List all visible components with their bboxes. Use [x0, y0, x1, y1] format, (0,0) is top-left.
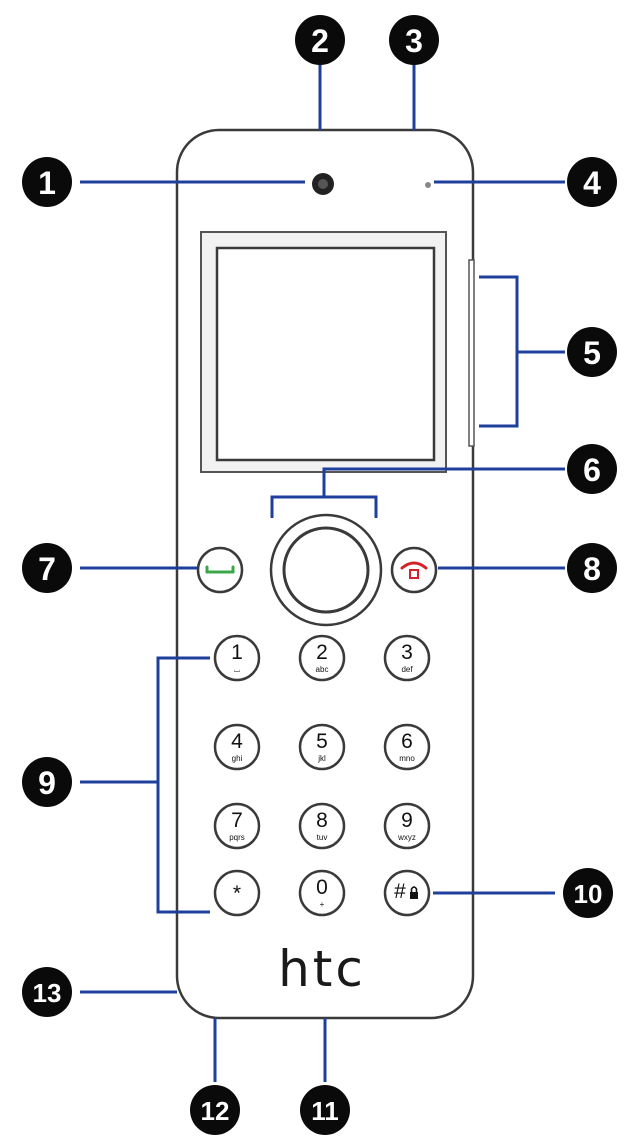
callout-label: 9	[38, 765, 56, 801]
callout-10: 10	[563, 868, 613, 918]
light-sensor-icon	[425, 182, 431, 188]
key-digit: 7	[231, 809, 243, 832]
key-letters: wxyz	[397, 833, 416, 842]
key-star[interactable]: *	[213, 869, 261, 917]
key-digit: 0	[316, 876, 328, 899]
callout-label: 3	[405, 23, 423, 59]
key-digit: 2	[316, 641, 328, 664]
key-letters: tuv	[317, 833, 328, 842]
callout-label: 13	[33, 978, 62, 1008]
key-digit: #	[394, 880, 406, 903]
leader-9	[156, 656, 210, 914]
end-key[interactable]	[390, 546, 438, 594]
callout-label: 6	[583, 452, 601, 488]
key-letters: pqrs	[229, 833, 245, 842]
callout-5: 5	[567, 327, 617, 377]
leader-5	[479, 275, 519, 428]
leader-lines	[80, 64, 565, 1082]
camera-lens-icon	[312, 173, 334, 195]
callout-label: 10	[574, 879, 603, 909]
callout-9: 9	[22, 757, 72, 807]
key-digit: 8	[316, 809, 328, 832]
callout-1: 1	[22, 157, 72, 207]
key-digit: 3	[401, 641, 413, 664]
callout-6: 6	[567, 444, 617, 494]
key-1[interactable]: 1⌴	[213, 634, 261, 682]
callout-label: 7	[38, 551, 56, 587]
navigation-key[interactable]	[269, 513, 383, 627]
key-hash[interactable]: #	[383, 869, 431, 917]
key-digit: 1	[231, 641, 243, 664]
callout-label: 11	[311, 1096, 339, 1126]
side-volume-strip	[468, 259, 475, 447]
callout-11: 11	[300, 1085, 350, 1135]
key-digit: 5	[316, 730, 328, 753]
send-key[interactable]	[196, 546, 244, 594]
callout-7: 7	[22, 543, 72, 593]
callout-label: 1	[38, 165, 56, 201]
key-letters: ⌴	[234, 665, 240, 674]
key-letters: +	[320, 900, 325, 909]
callout-12: 12	[190, 1085, 240, 1135]
key-digit: 4	[231, 730, 243, 753]
lock-icon	[410, 886, 418, 899]
key-digit: *	[233, 882, 241, 905]
screen-display	[215, 246, 436, 462]
key-letters: abc	[316, 665, 329, 674]
brand-logo: htc	[278, 940, 366, 998]
key-letters: mno	[399, 754, 415, 763]
key-letters: jkl	[317, 754, 326, 763]
callout-label: 8	[583, 551, 601, 587]
callout-label: 2	[311, 23, 329, 59]
phone-red-icon	[400, 561, 428, 570]
key-letters: def	[401, 665, 413, 674]
leader-6-stem	[322, 467, 565, 497]
callout-2: 2	[295, 15, 345, 65]
callout-13: 13	[22, 967, 72, 1017]
callout-4: 4	[567, 157, 617, 207]
key-0[interactable]: 0+	[298, 869, 346, 917]
key-digit: 9	[401, 809, 413, 832]
callout-label: 12	[201, 1096, 230, 1126]
callout-3: 3	[389, 15, 439, 65]
key-digit: 6	[401, 730, 413, 753]
callout-8: 8	[567, 543, 617, 593]
callout-label: 4	[583, 165, 601, 201]
key-letters: ghi	[232, 754, 243, 763]
callout-label: 5	[583, 335, 601, 371]
